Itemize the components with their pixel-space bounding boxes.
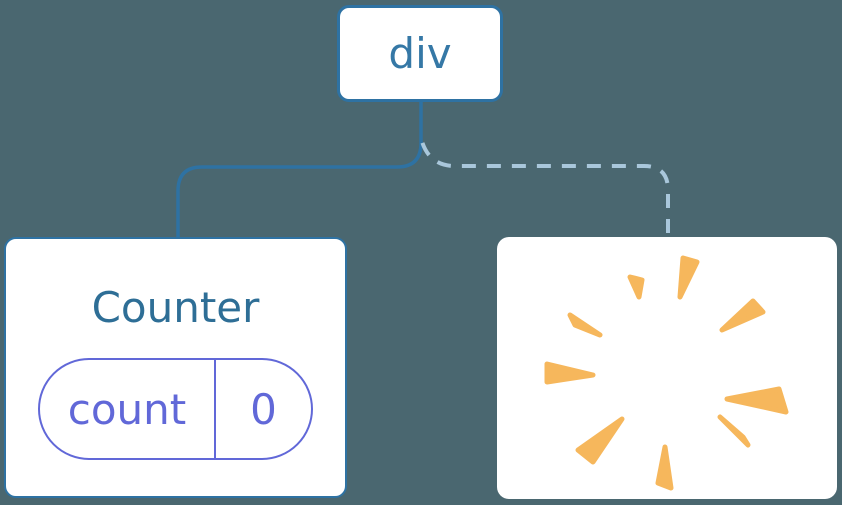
link-div-to-counter: [176, 99, 423, 240]
poof-sparks-icon: [544, 255, 789, 491]
node-div: div: [337, 5, 503, 102]
counter-card-title: Counter: [91, 283, 260, 332]
removed-card: [497, 237, 837, 499]
state-pill-value: 0: [214, 360, 311, 458]
link-div-to-removed: [419, 137, 670, 238]
state-pill: count 0: [38, 358, 313, 460]
counter-card: Counter count 0: [4, 237, 347, 498]
state-pill-key: count: [67, 384, 187, 434]
node-div-label: div: [388, 28, 452, 78]
